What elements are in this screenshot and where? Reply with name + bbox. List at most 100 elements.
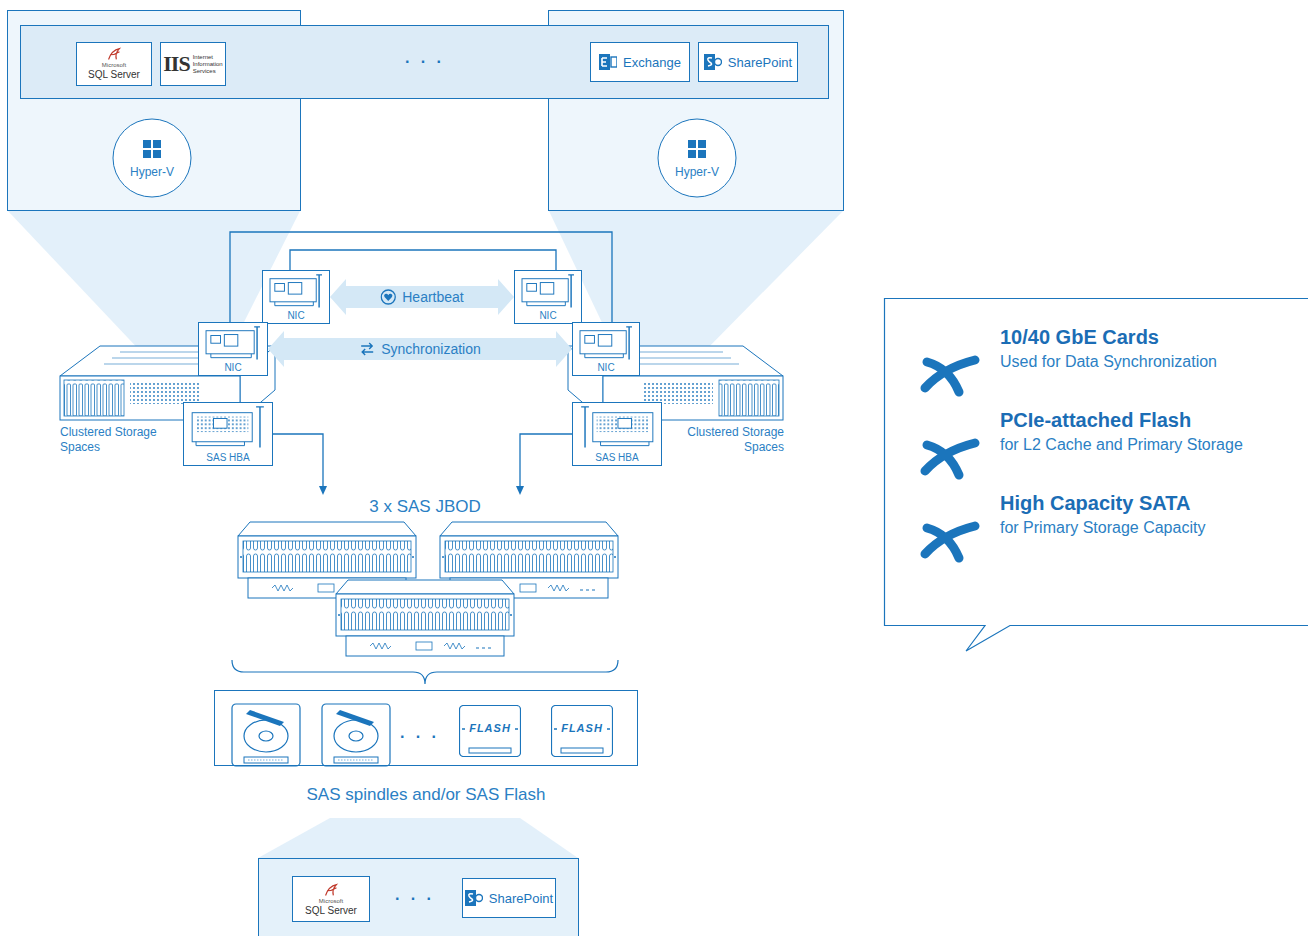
drawing-part: [580, 331, 626, 354]
hba-card: SAS HBA: [183, 402, 273, 466]
node-text: Used for Data Synchronization: [1000, 353, 1217, 371]
node-text: High Capacity SATA: [1000, 492, 1190, 515]
node-drawing: [112, 118, 192, 198]
ellipsis-label: · · ·: [395, 890, 435, 908]
drawing-part: [153, 140, 161, 148]
ellipsis-label: · · ·: [400, 728, 440, 746]
cable-line: [273, 434, 323, 486]
drawing-part: [460, 706, 521, 757]
drawing-part: [224, 335, 237, 347]
node-text: Hyper-V: [657, 165, 737, 179]
drawing-part: [211, 354, 251, 358]
drawing-part: [196, 442, 244, 446]
drawing-part: [465, 890, 476, 906]
drawing-part: [714, 59, 721, 66]
app-bar: [21, 26, 829, 99]
app-tile: SharePoint: [698, 42, 798, 82]
drawing-part: [593, 413, 653, 442]
flash-drive: FLASH: [551, 705, 613, 757]
drawing-part: [925, 360, 975, 392]
drawing-part: [599, 54, 610, 70]
app-tile: MicrosoftSQL Server: [292, 876, 370, 922]
drawing-part: [275, 302, 314, 306]
drawing-part: [326, 885, 337, 896]
drawing-part: [581, 407, 589, 448]
node-text: SharePoint: [489, 891, 553, 906]
label-icon: [380, 289, 396, 305]
hypervisor-circle: Hyper-V: [112, 118, 192, 198]
drawing-part: [192, 407, 264, 448]
drawing-part: [270, 279, 316, 302]
node-text: Internet Information Services: [193, 54, 223, 75]
drawing-part: [361, 343, 373, 355]
drawing-part: [469, 748, 511, 753]
drawing-part: [585, 336, 595, 344]
node-text: SAS HBA: [184, 452, 272, 464]
drawing-part: [688, 140, 696, 148]
link-band: [284, 338, 556, 360]
nic-card: NIC: [198, 322, 268, 376]
cable-line: [290, 250, 556, 270]
drawing-part: [527, 302, 566, 306]
drawing-part: [925, 526, 975, 558]
node-text: NIC: [515, 310, 581, 322]
jbod-group: 3 x SAS JBOD: [230, 495, 620, 660]
drawing-part: [626, 327, 632, 360]
drawing-part: [522, 279, 568, 302]
hba-card: SAS HBA: [572, 402, 662, 466]
drawing-part: [925, 443, 975, 475]
drawing-part: [475, 895, 482, 902]
cable-line: [520, 434, 572, 486]
drawing-part: [602, 58, 607, 66]
drawing-part: [113, 119, 191, 197]
node-text: Clustered Storage Spaces: [672, 425, 784, 455]
drawing-part: [254, 327, 260, 360]
projection: [549, 211, 843, 356]
drawing-part: [256, 407, 264, 448]
node-text: SAS spindles and/or SAS Flash: [175, 785, 677, 805]
drawing-part: [704, 54, 715, 70]
projection: [258, 818, 578, 858]
node-text: Microsoft: [319, 898, 343, 905]
drawing-part: [561, 748, 603, 753]
server-label: Clustered Storage Spaces: [60, 425, 172, 459]
drawing-part: [618, 419, 632, 429]
drawing-part: [206, 331, 254, 354]
drawing-part: [143, 140, 151, 148]
drawing-part: [213, 419, 227, 429]
node-text: SharePoint: [728, 55, 792, 70]
drawing-part: [381, 290, 395, 304]
node-text: Hyper-V: [112, 165, 192, 179]
drawing-part: [527, 284, 537, 292]
drawing-part: [316, 275, 322, 308]
node-text: SAS HBA: [573, 452, 661, 464]
ellipsis-label: · · ·: [405, 53, 445, 71]
server-label: Clustered Storage Spaces: [672, 425, 784, 459]
node-drawing: [657, 118, 737, 198]
node-drawing: [599, 53, 617, 71]
edge-label: Heartbeat: [376, 288, 467, 306]
drawing-part: [698, 140, 706, 148]
app-tile: MicrosoftSQL Server: [76, 42, 152, 86]
node-text: SQL Server: [305, 905, 357, 916]
drawing-part: [232, 704, 300, 766]
drawing-part: [658, 119, 736, 197]
hypervisor-circle: Hyper-V: [657, 118, 737, 198]
link-band: [346, 286, 498, 308]
node-drawing: [465, 889, 483, 907]
drawing-part: [196, 417, 248, 433]
drawing-part: [585, 354, 624, 358]
node-text: NIC: [199, 362, 267, 374]
flash-drive: FLASH: [459, 705, 521, 757]
node-text: 10/40 GbE Cards: [1000, 326, 1159, 349]
app-tile: IISInternet Information Services: [160, 42, 226, 86]
node-text: PCIe-attached Flash: [1000, 409, 1191, 432]
drawing-part: [322, 704, 390, 766]
app-tile: SharePoint: [462, 878, 556, 918]
drawing-part: [288, 283, 301, 295]
node-text: NIC: [573, 362, 639, 374]
drawing-part: [192, 413, 252, 442]
app-tile: Exchange: [590, 42, 690, 82]
